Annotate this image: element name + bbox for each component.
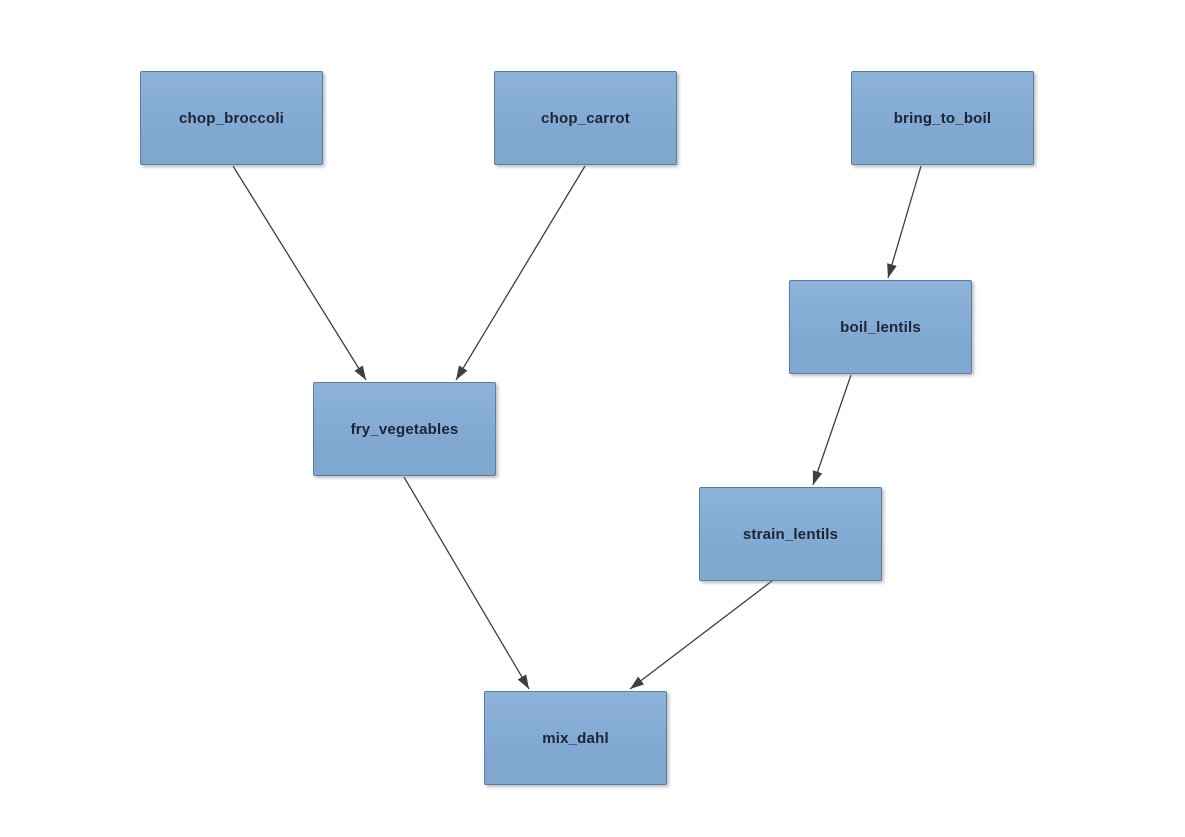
edge-bring_to_boil-to-boil_lentils <box>887 165 922 279</box>
edge-chop_carrot-to-fry_vegetables <box>455 165 586 381</box>
node-strain_lentils[interactable]: strain_lentils <box>699 487 882 581</box>
edge-boil_lentils-to-strain_lentils <box>812 374 852 486</box>
node-boil_lentils[interactable]: boil_lentils <box>789 280 972 374</box>
edge-fry_vegetables-to-mix_dahl <box>403 476 530 690</box>
edge-chop_broccoli-to-fry_vegetables <box>232 165 367 381</box>
node-chop_carrot[interactable]: chop_carrot <box>494 71 677 165</box>
node-chop_broccoli[interactable]: chop_broccoli <box>140 71 323 165</box>
node-fry_vegetables[interactable]: fry_vegetables <box>313 382 496 476</box>
edge-strain_lentils-to-mix_dahl <box>629 580 773 690</box>
node-bring_to_boil[interactable]: bring_to_boil <box>851 71 1034 165</box>
node-mix_dahl[interactable]: mix_dahl <box>484 691 667 785</box>
